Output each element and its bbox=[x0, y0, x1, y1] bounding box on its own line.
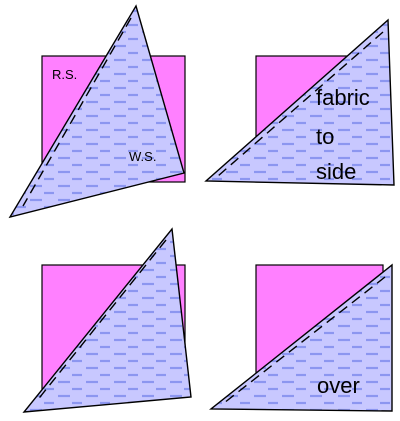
fabric-label: fabric bbox=[316, 85, 370, 110]
panel-2: fabric to side bbox=[204, 18, 395, 186]
folded-triangle bbox=[8, 4, 185, 219]
right-side-label: R.S. bbox=[52, 67, 77, 82]
over-label: over bbox=[317, 373, 360, 398]
side-label: side bbox=[316, 159, 356, 184]
folded-triangle bbox=[209, 263, 393, 412]
to-label: to bbox=[316, 124, 334, 149]
panel-4: over bbox=[209, 263, 393, 412]
folded-triangle bbox=[204, 18, 395, 186]
fold-line bbox=[22, 17, 132, 207]
folded-triangle bbox=[22, 227, 192, 413]
fold-line bbox=[217, 31, 384, 177]
panel-3 bbox=[22, 227, 192, 413]
wrong-side-label: W.S. bbox=[129, 149, 156, 164]
panel-1: R.S. W.S. bbox=[8, 4, 186, 219]
fold-line bbox=[35, 239, 167, 403]
fold-line bbox=[223, 276, 386, 404]
